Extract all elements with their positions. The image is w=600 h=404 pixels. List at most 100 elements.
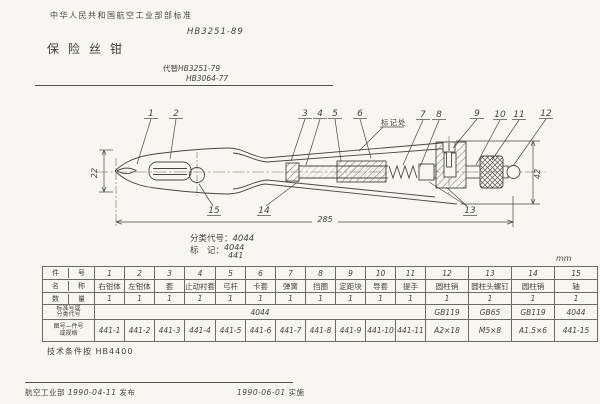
table-cell: 定距块 <box>335 279 366 293</box>
marking-location: 标记处 <box>358 117 407 152</box>
dim-head-height-label: 22 <box>90 168 99 178</box>
table-cell: 441-8 <box>305 319 336 342</box>
table-cell: 1 <box>395 292 426 305</box>
document-title: 保险丝钳 <box>47 42 132 56</box>
jaw-details <box>116 161 205 183</box>
callout-number: 12 <box>540 109 552 119</box>
table-cell: 导套 <box>365 279 396 293</box>
classification-line: 分类代号：4044 <box>190 232 254 244</box>
table-cell: 提手 <box>395 279 426 293</box>
table-cell: A2×18 <box>425 319 469 342</box>
callout-number: 5 <box>332 109 338 119</box>
callout-number: 8 <box>436 110 442 120</box>
table-cell: GB119 <box>425 304 469 320</box>
callout-number: 7 <box>420 110 426 120</box>
ball-end <box>506 165 521 179</box>
callout-7: 7 <box>402 110 430 166</box>
callout-1: 1 <box>136 109 158 165</box>
table-cell: 4044 <box>554 304 598 320</box>
table-row: 名称右钳体左钳体套止动衬套弓杆卡套弹簧挡圈定距块导套提手圆柱销圆柱头螺钉圆柱销轴 <box>42 279 598 293</box>
footer-issue: 航空工业部 1990-04-11 发布 <box>25 387 135 398</box>
table-cell: GB119 <box>511 304 555 320</box>
callout-12: 12 <box>512 109 553 167</box>
table-cell: 1 <box>94 292 125 305</box>
class-code-value: 4044 <box>232 234 255 244</box>
row-label: 名称 <box>42 279 95 293</box>
callout-4: 4 <box>305 109 327 166</box>
callout-10: 10 <box>475 110 507 166</box>
table-cell: 441-3 <box>154 319 185 342</box>
table-cell: 1 <box>94 266 125 280</box>
row-label: 数量 <box>42 292 95 305</box>
unit-label: mm <box>556 254 572 263</box>
table-cell: 441-9 <box>335 319 366 342</box>
table-cell: 8 <box>305 266 336 280</box>
callout-number: 9 <box>474 109 480 119</box>
callout-9: 9 <box>452 109 484 149</box>
table-cell: 1 <box>554 292 598 305</box>
table-cell: 圆柱销 <box>511 279 555 293</box>
table-cell: 1 <box>305 292 336 305</box>
marking-location-label: 标记处 <box>381 117 407 127</box>
table-cell: 1 <box>184 292 216 305</box>
table-cell: 弓杆 <box>215 279 246 293</box>
pliers-outline <box>114 141 458 205</box>
callout-number: 10 <box>494 110 506 120</box>
header-divider <box>35 85 333 86</box>
table-cell: 挡圈 <box>305 279 336 293</box>
mark-label: 标 记： <box>190 246 225 256</box>
callout-14: 14 <box>257 180 300 216</box>
table-cell: 441-10 <box>365 319 396 342</box>
table-cell: 弹簧 <box>275 279 306 293</box>
dim-end-height-label: 42 <box>533 169 542 179</box>
impl-label: 实施 <box>288 388 305 397</box>
replaces-note-line1: 代替HB3251-79 <box>163 63 220 74</box>
table-cell: 1 <box>215 292 246 305</box>
standard-org-line: 中华人民共和国航空工业部部标准 <box>50 11 193 20</box>
table-cell: 1 <box>365 292 396 305</box>
knurled-knob <box>479 155 504 189</box>
table-cell: 441-15 <box>554 319 598 342</box>
table-cell: 套 <box>154 279 185 293</box>
dimension-22: 22 <box>90 149 113 193</box>
table-cell: GB65 <box>468 304 512 320</box>
callout-15: 15 <box>198 183 221 216</box>
class-code-label: 分类代号： <box>190 234 233 244</box>
callout-number: 1 <box>148 109 154 119</box>
callout-number: 14 <box>258 206 270 216</box>
callout-number: 4 <box>317 109 323 119</box>
table-cell: 12 <box>425 266 469 280</box>
standard-number: HB3251-89 <box>187 27 244 37</box>
spring <box>388 164 418 180</box>
callout-number: 6 <box>357 109 363 119</box>
twist-mechanism <box>285 141 521 189</box>
callout-6: 6 <box>353 109 372 159</box>
replaces-label: 代替 <box>163 64 178 73</box>
callout-5: 5 <box>328 109 342 162</box>
table-cell: 441-6 <box>245 319 276 342</box>
table-cell: 止动衬套 <box>184 279 216 293</box>
table-cell: 10 <box>365 266 396 280</box>
replaced-standard-1: HB3251-79 <box>178 64 221 73</box>
callout-number: 13 <box>464 206 476 216</box>
table-cell: 1 <box>335 292 366 305</box>
table-cell: 6 <box>245 266 276 280</box>
row-label: 图号—件号或规格 <box>42 319 95 342</box>
table-cell: 1 <box>425 292 469 305</box>
table-cell: 1 <box>124 292 155 305</box>
table-cell: 13 <box>468 266 512 280</box>
table-cell: 圆柱销 <box>425 279 469 293</box>
table-cell: 轴 <box>554 279 598 293</box>
tech-note: 技术条件按 HB4400 <box>47 347 134 356</box>
dimension-42: 42 <box>456 140 542 205</box>
table-cell: 14 <box>511 266 555 280</box>
issue-date: 1990-04-11 <box>67 388 117 397</box>
table-cell: 441-1 <box>94 319 125 342</box>
issue-label: 发布 <box>119 388 136 397</box>
